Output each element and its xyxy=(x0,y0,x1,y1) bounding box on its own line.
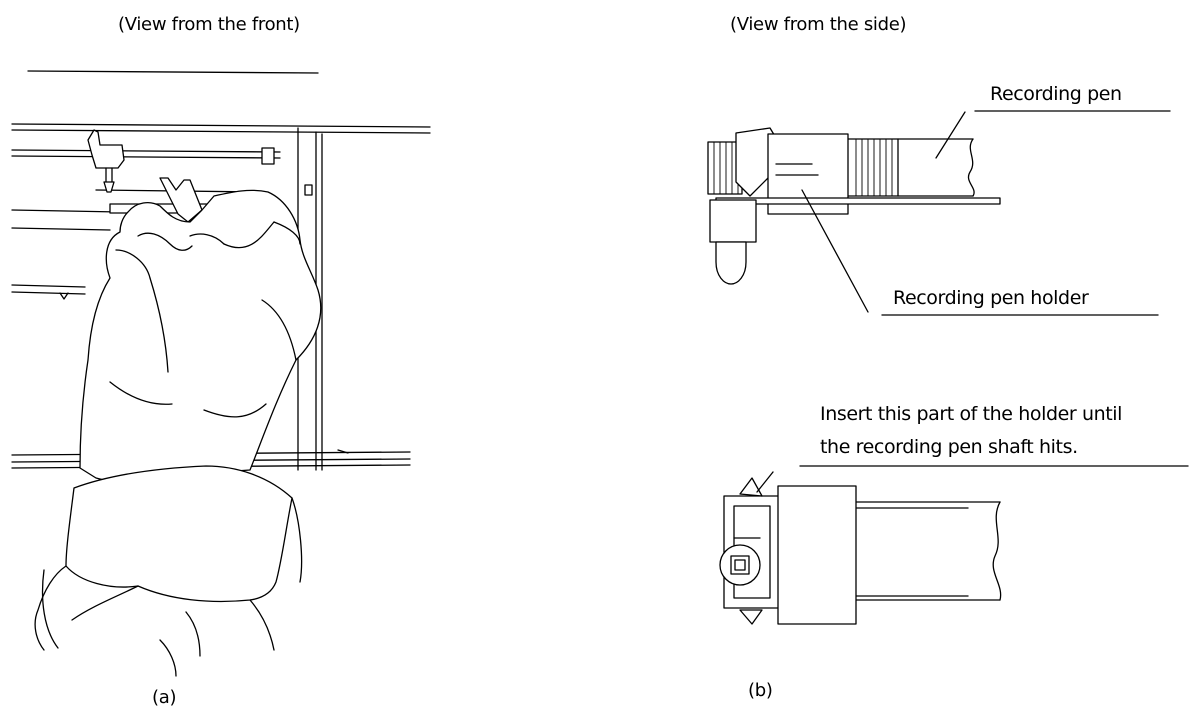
side-view-pen-assembly xyxy=(707,110,1171,316)
figure-label-a: (a) xyxy=(152,687,177,708)
front-view-caption: (View from the front) xyxy=(118,14,300,35)
recording-pen-label: Recording pen xyxy=(990,83,1122,105)
side-view-holder-detail xyxy=(719,465,1189,625)
recording-pen-holder-label: Recording pen holder xyxy=(893,287,1089,309)
insert-instruction-line1: Insert this part of the holder until xyxy=(820,403,1123,425)
insert-instruction-line2: the recording pen shaft hits. xyxy=(820,436,1078,458)
figure-label-b: (b) xyxy=(748,680,773,701)
front-view-illustration xyxy=(11,70,431,677)
side-view-caption: (View from the side) xyxy=(730,14,907,35)
